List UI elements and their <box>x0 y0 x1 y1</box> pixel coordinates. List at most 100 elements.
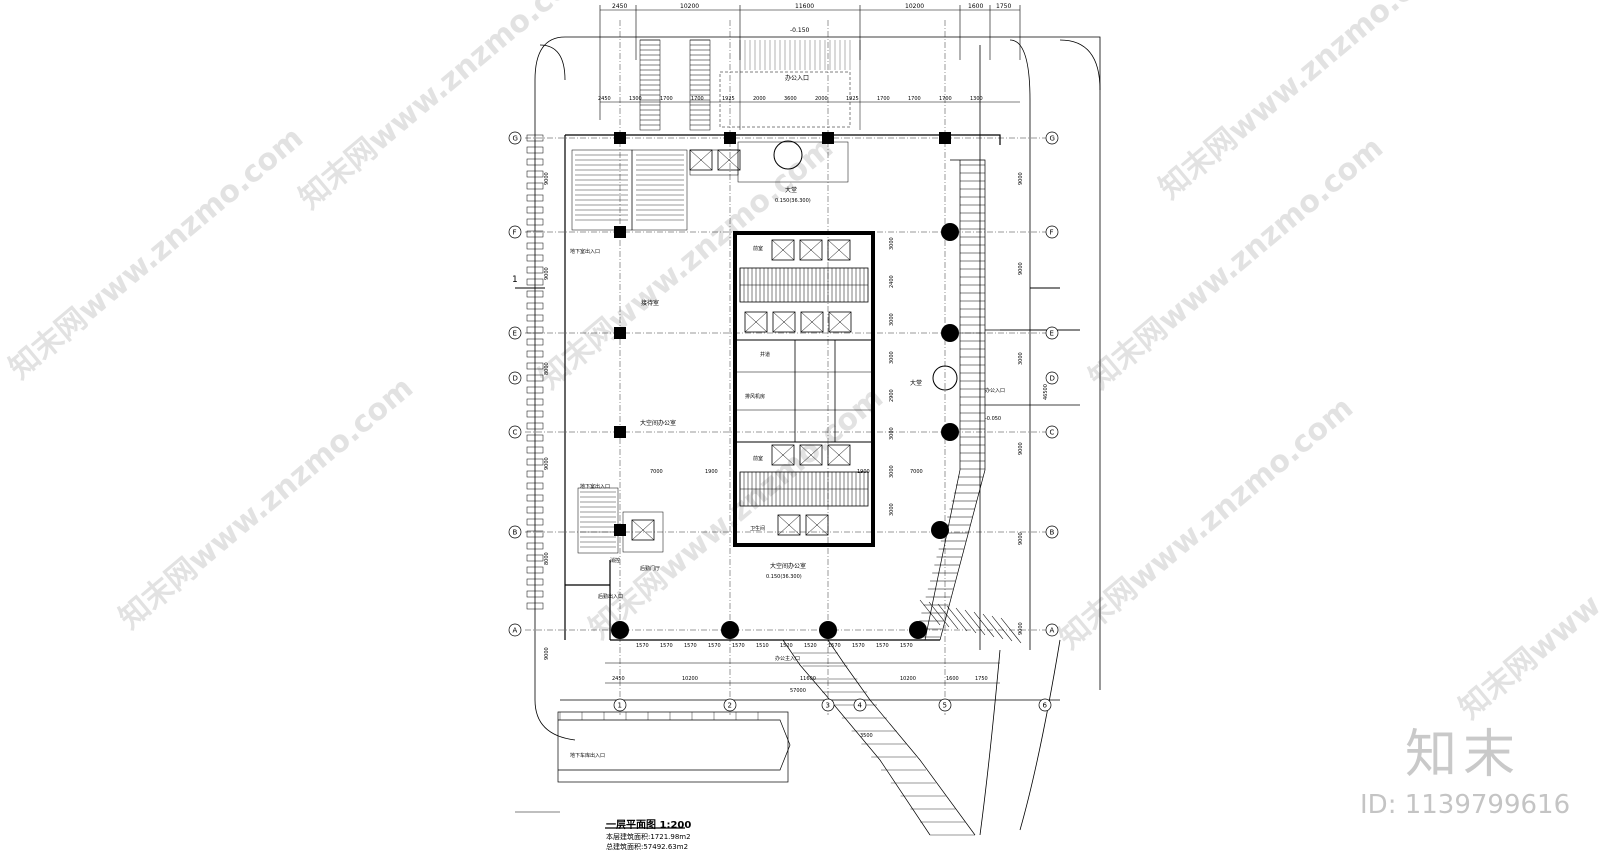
axis-row-circle-L-3 <box>508 371 522 385</box>
elevator-n-x2-2 <box>827 239 851 261</box>
columns <box>611 132 959 639</box>
west-planter-28 <box>526 470 544 478</box>
elevator-w-0 <box>689 149 713 171</box>
dim-core-x-2: 1900 <box>857 469 870 475</box>
elevator-m-x2-0 <box>744 311 768 333</box>
west-planter-23 <box>526 410 544 418</box>
south-ramp <box>557 639 976 836</box>
section-mark: 1 <box>512 275 518 285</box>
basement-entry-3: 地下车库出入口 <box>570 752 605 759</box>
round-column-3 <box>909 621 927 639</box>
elevator-m-0 <box>744 311 768 333</box>
elevator-sw-car-0 <box>631 519 655 541</box>
dim-bottom-4: 1600 <box>946 676 959 682</box>
west-planter-3 <box>526 170 544 178</box>
dim-bottom-3: 10200 <box>900 676 916 682</box>
elevator-m-x2-3 <box>828 311 852 333</box>
elevator-s-2 <box>827 444 851 466</box>
elevator-m-1 <box>772 311 796 333</box>
axis-col-label-5: 6 <box>1043 702 1048 710</box>
east-step-6 <box>973 611 995 638</box>
dim-top-sub-7: 2000 <box>815 96 828 102</box>
elevator-s-car-2 <box>827 444 851 466</box>
elevator-n-0 <box>771 239 795 261</box>
elevator-sw-x2-0 <box>631 519 655 541</box>
elevator-s-car-0 <box>771 444 795 466</box>
axis-row-R-4: C <box>1045 425 1059 439</box>
site-outline <box>534 36 1101 836</box>
axis-col-circle-5 <box>1038 698 1052 712</box>
revolving-door-east <box>932 365 958 391</box>
axis-row-L-6: A <box>508 623 522 637</box>
elev-hall-s: 前室 <box>753 455 763 462</box>
elevator-m-x2-2 <box>800 311 824 333</box>
dim-right-2: 3000 <box>1018 352 1024 365</box>
toilet: 卫生间 <box>750 525 765 532</box>
axis-row-label-L-4: C <box>513 429 518 437</box>
dim-bottom-sub-3: 1570 <box>708 643 721 649</box>
dim-bottom-sub-7: 1520 <box>804 643 817 649</box>
column-2 <box>822 132 834 144</box>
elevator-m-3 <box>828 311 852 333</box>
east-step-3 <box>946 605 968 632</box>
dim-bottom-5: 1750 <box>975 676 988 682</box>
west-planter-34 <box>526 542 544 550</box>
west-planter-5 <box>526 194 544 202</box>
dim-core-x-1: 1900 <box>705 469 718 475</box>
dim-top-sub-3: 1700 <box>691 96 704 102</box>
elevator-s-car-1 <box>799 444 823 466</box>
plan-title: 一层平面图 1:200 <box>606 820 692 831</box>
dim-core-x-3: 7000 <box>910 469 923 475</box>
axis-col-5: 6 <box>1038 698 1052 712</box>
axis-row-R-1: F <box>1045 225 1059 239</box>
west-planter-37 <box>526 578 544 586</box>
column-0 <box>614 132 626 144</box>
axis-col-circle-0 <box>613 698 627 712</box>
dim-core-x-0: 7000 <box>650 469 663 475</box>
north-steps-hatch <box>526 39 851 610</box>
room-open-office-south: 大空间办公室 <box>770 562 806 570</box>
dim-core-2: 3000 <box>889 313 895 326</box>
elevator-n-1 <box>799 239 823 261</box>
round-column-1 <box>721 621 739 639</box>
dim-left-4: 8000 <box>544 552 550 565</box>
axis-col-label-2: 3 <box>826 702 830 710</box>
west-planter-1 <box>526 146 544 154</box>
room-open-office: 大空间办公室 <box>640 419 676 427</box>
west-planter-13 <box>526 290 544 298</box>
round-column-4 <box>941 223 959 241</box>
elevator-s-x2-0 <box>771 444 795 466</box>
basement-entry-2: 地下室出入口 <box>580 483 610 490</box>
axis-row-label-L-2: E <box>513 330 517 338</box>
axis-row-circle-L-4 <box>508 425 522 439</box>
watermark-8: 知末网www.znzmo.com <box>1453 460 1600 726</box>
axis-row-L-2: E <box>508 326 522 340</box>
dim-top-sub-4: 1925 <box>722 96 735 102</box>
dim-left-5: 9000 <box>544 647 550 660</box>
axis-row-L-5: B <box>508 525 522 539</box>
watermark-7: 知末网www.znzmo.com <box>293 0 600 216</box>
axis-row-label-R-1: F <box>1050 229 1054 237</box>
level-east: -0.050 <box>985 416 1001 422</box>
watermark-4: 知末网www.znzmo.com <box>1083 130 1390 396</box>
elevator-b-0 <box>777 514 801 536</box>
axis-row-circle-L-1 <box>508 225 522 239</box>
dim-bottom-sub-1: 1570 <box>660 643 673 649</box>
east-step-7 <box>982 613 1004 640</box>
axis-col-label-3: 4 <box>858 702 863 710</box>
dimension-bottom-labels: 2450 10200 11600 10200 1600 1750 57000 3… <box>612 676 988 739</box>
elevator-n-car-2 <box>827 239 851 261</box>
north-entry-label: 办公入口 <box>785 74 809 82</box>
west-planter-30 <box>526 494 544 502</box>
west-planter-7 <box>526 218 544 226</box>
round-column-5 <box>941 324 959 342</box>
elevator-m-2 <box>800 311 824 333</box>
round-column-2 <box>819 621 837 639</box>
west-planter-33 <box>526 530 544 538</box>
elevator-m-x2-1 <box>772 311 796 333</box>
column-6 <box>614 426 626 438</box>
